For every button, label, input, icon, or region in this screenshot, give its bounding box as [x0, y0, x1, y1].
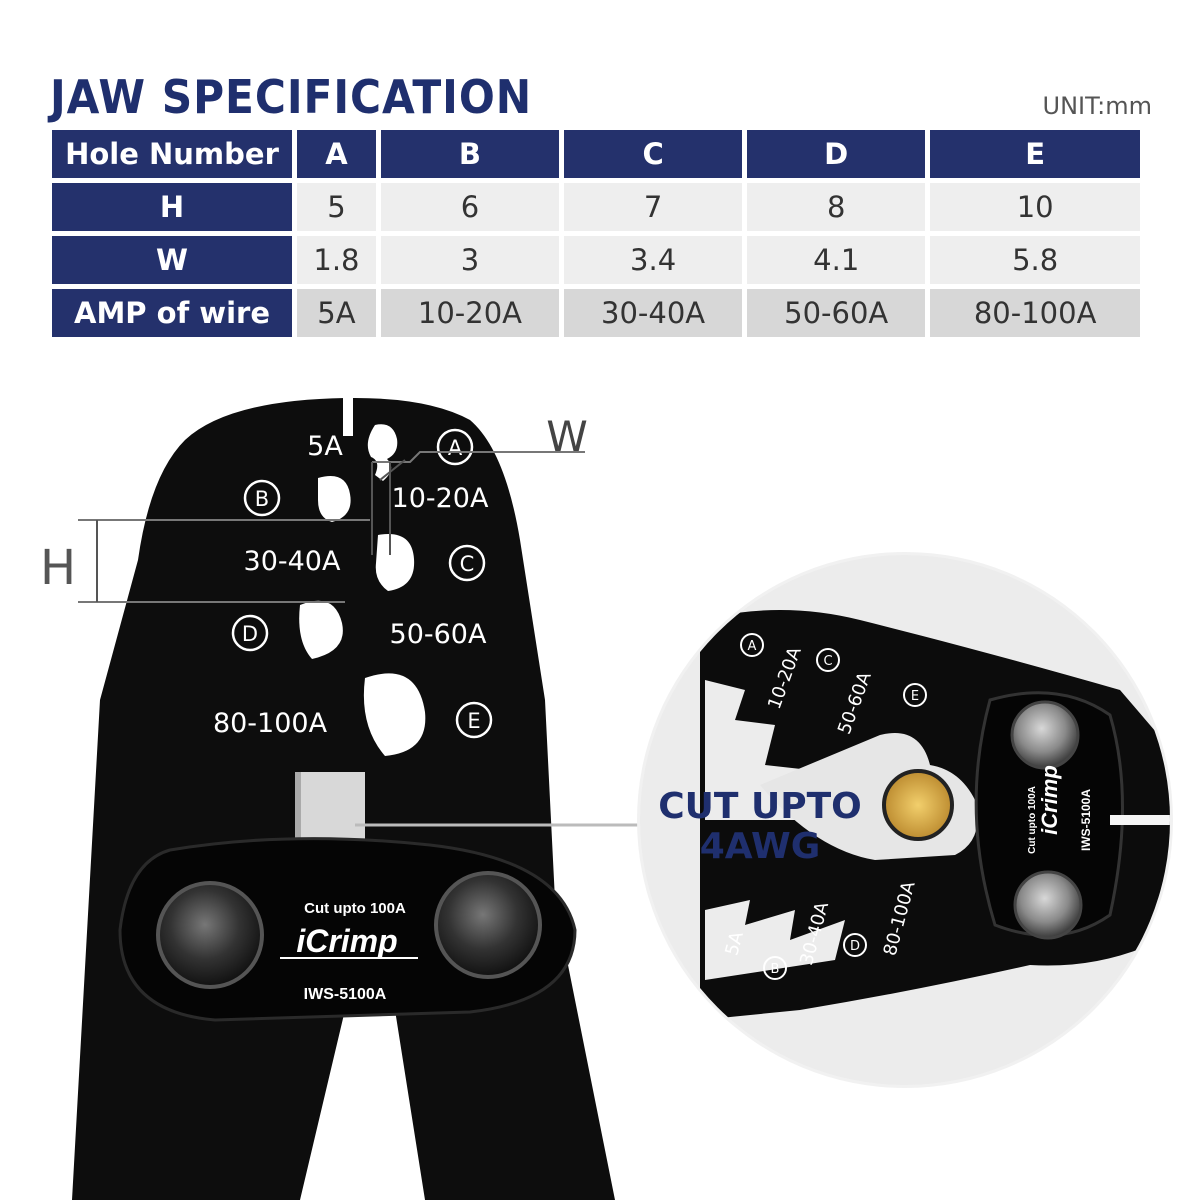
jaw-amp-e: 80-100A — [213, 708, 328, 739]
dimension-lines — [78, 451, 655, 827]
jaw-hole-markers: A B C D E — [231, 428, 493, 739]
cell-w-e: 5.8 — [930, 236, 1140, 284]
plate-model: IWS-5100A — [304, 986, 387, 1003]
cell-h-e: 10 — [930, 183, 1140, 231]
brand-logo: iCrimp — [296, 923, 397, 959]
row-label-amp: AMP of wire — [52, 289, 292, 337]
zoom-view: iCrimp Cut upto 100A IWS-5100A 10-20A 50… — [637, 552, 1173, 1088]
callout-cut-line2: 4AWG — [700, 826, 821, 867]
bolt-left — [156, 881, 264, 989]
crimper-body — [72, 396, 615, 1200]
jaw-amp-c: 30-40A — [244, 546, 341, 577]
zoom-marker-d: D — [850, 939, 860, 954]
cell-w-c: 3.4 — [564, 236, 743, 284]
table-row-h: H 5 6 7 8 10 — [52, 183, 1140, 231]
jaw-marker-d: D — [242, 622, 258, 646]
dimension-h-label: H — [40, 540, 76, 596]
zoom-model: IWS-5100A — [1079, 789, 1093, 851]
cell-w-d: 4.1 — [747, 236, 926, 284]
page-title: JAW SPECIFICATION — [50, 70, 533, 124]
jaw-amp-labels: 5A 10-20A 30-40A 50-60A 80-100A — [213, 431, 489, 739]
jaw-spec-table: Hole Number A B C D E H 5 6 7 8 10 W 1.8… — [47, 125, 1145, 342]
jaw-marker-c: C — [460, 552, 475, 576]
table-row-amp: AMP of wire 5A 10-20A 30-40A 50-60A 80-1… — [52, 289, 1140, 337]
zoom-cut-label: Cut upto 100A — [1027, 786, 1038, 854]
cell-h-b: 6 — [380, 183, 560, 231]
cell-w-b: 3 — [380, 236, 560, 284]
cell-w-a: 1.8 — [297, 236, 376, 284]
cell-h-c: 7 — [564, 183, 743, 231]
zoom-marker-b: B — [771, 962, 780, 977]
cell-amp-d: 50-60A — [747, 289, 926, 337]
header-hole-e: E — [930, 130, 1140, 178]
jaw-marker-a: A — [448, 436, 463, 460]
table-row-w: W 1.8 3 3.4 4.1 5.8 — [52, 236, 1140, 284]
zoom-marker-e: E — [911, 689, 919, 704]
table-header-row: Hole Number A B C D E — [52, 130, 1140, 178]
jaw-amp-d: 50-60A — [390, 619, 487, 650]
row-label-w: W — [52, 236, 292, 284]
unit-label: UNIT:mm — [1042, 92, 1152, 120]
callout-cut-line1: CUT UPTO — [658, 786, 862, 827]
header-hole-a: A — [297, 130, 376, 178]
zoom-marker-a: A — [748, 639, 757, 654]
zoom-brand-logo: iCrimp — [1037, 765, 1062, 835]
zoom-marker-c: C — [823, 654, 832, 669]
cell-amp-e: 80-100A — [930, 289, 1140, 337]
cell-amp-b: 10-20A — [380, 289, 560, 337]
header-hole-b: B — [380, 130, 560, 178]
header-hole-d: D — [747, 130, 926, 178]
cell-h-d: 8 — [747, 183, 926, 231]
jaw-marker-e: E — [467, 709, 480, 733]
cell-amp-c: 30-40A — [564, 289, 743, 337]
cell-h-a: 5 — [297, 183, 376, 231]
header-hole-c: C — [564, 130, 743, 178]
jaw-amp-b: 10-20A — [392, 483, 489, 514]
jaw-marker-b: B — [255, 487, 269, 511]
plate-cut-label: Cut upto 100A — [304, 900, 406, 917]
crimper-illustration: Cut upto 100A iCrimp IWS-5100A 5A 10-20A… — [40, 396, 1173, 1200]
header-corner: Hole Number — [52, 130, 292, 178]
cell-amp-a: 5A — [297, 289, 376, 337]
row-label-h: H — [52, 183, 292, 231]
bolt-right — [434, 871, 542, 979]
jaw-amp-a: 5A — [307, 431, 343, 462]
dimension-w-label: W — [546, 412, 588, 461]
